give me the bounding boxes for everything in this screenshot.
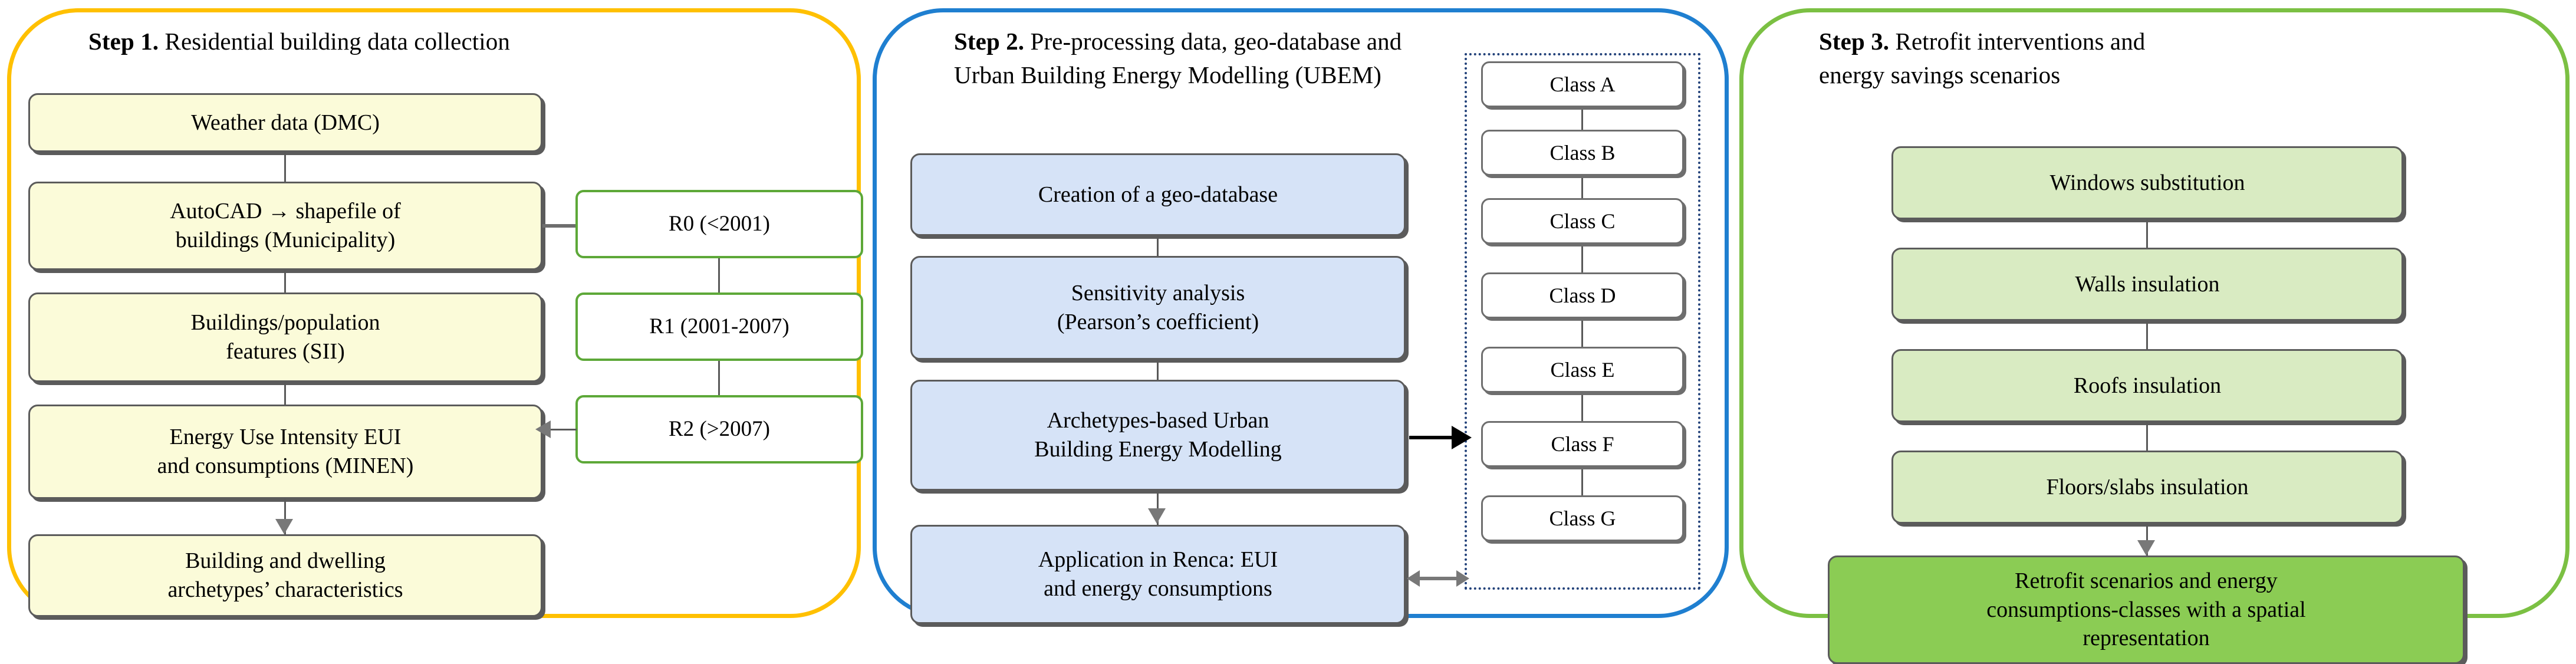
- box-autocad-shapefile[interactable]: AutoCAD → shapefile of buildings (Munici…: [28, 182, 542, 270]
- arrowhead-r2-to-eui: [535, 420, 551, 438]
- step-1-title: Step 1. Residential building data collec…: [88, 25, 784, 58]
- connector-application-to-classes: [1417, 577, 1459, 580]
- connector-ubem-to-application: [1157, 491, 1159, 525]
- connector-ubem-to-classes: [1409, 436, 1456, 439]
- box-geo-database[interactable]: Creation of a geo-database: [910, 153, 1406, 236]
- connector-r0-to-r1: [718, 258, 720, 292]
- box-sensitivity-analysis[interactable]: Sensitivity analysis (Pearson’s coeffici…: [910, 256, 1406, 360]
- arrowhead-ubem-to-application: [1148, 508, 1166, 524]
- connector-r2-to-eui: [548, 429, 577, 430]
- connector-class-e-f: [1581, 395, 1583, 421]
- box-walls-insulation[interactable]: Walls insulation: [1891, 248, 2403, 321]
- box-windows-substitution[interactable]: Windows substitution: [1891, 146, 2403, 219]
- arrowhead-floors-to-retrofit: [2137, 540, 2155, 555]
- flowchart-canvas: Step 1. Residential building data collec…: [7, 8, 2570, 664]
- box-retrofit-scenarios[interactable]: Retrofit scenarios and energy consumptio…: [1828, 555, 2465, 664]
- box-class-g[interactable]: Class G: [1481, 495, 1684, 541]
- box-class-a[interactable]: Class A: [1481, 61, 1684, 107]
- connector-floors-to-retrofit: [2146, 524, 2148, 555]
- box-application-renca[interactable]: Application in Renca: EUI and energy con…: [910, 525, 1406, 624]
- box-class-f[interactable]: Class F: [1481, 421, 1684, 467]
- step-2-number: Step 2.: [954, 28, 1025, 55]
- arrowhead-ubem-to-classes: [1452, 426, 1472, 449]
- connector-r1-to-r2: [718, 361, 720, 395]
- connector-class-c-d: [1581, 246, 1583, 272]
- connector-class-f-g: [1581, 469, 1583, 495]
- arrowhead-application-left: [1407, 570, 1420, 587]
- connector-class-d-e: [1581, 321, 1583, 347]
- box-class-b[interactable]: Class B: [1481, 130, 1684, 176]
- box-weather-data[interactable]: Weather data (DMC): [28, 93, 542, 152]
- box-r2[interactable]: R2 (>2007): [575, 395, 863, 464]
- step-3-title: Step 3. Retrofit interventions and energ…: [1819, 25, 2479, 91]
- connector-buildings-to-eui: [284, 382, 286, 405]
- connector-weather-to-autocad: [284, 152, 286, 182]
- box-archetypes-characteristics[interactable]: Building and dwelling archetypes’ charac…: [28, 534, 542, 617]
- connector-walls-to-roofs: [2146, 321, 2148, 349]
- connector-geodb-to-sensitivity: [1157, 236, 1159, 256]
- arrowhead-eui-to-archetypes: [275, 519, 293, 534]
- box-r0[interactable]: R0 (<2001): [575, 190, 863, 258]
- connector-class-a-b: [1581, 110, 1583, 130]
- energy-classes-group: [1465, 53, 1700, 590]
- step-2-title: Step 2. Pre-processing data, geo-databas…: [954, 25, 1679, 91]
- connector-autocad-to-r0: [542, 224, 575, 228]
- connector-class-b-c: [1581, 178, 1583, 198]
- box-energy-use-intensity[interactable]: Energy Use Intensity EUI and consumption…: [28, 405, 542, 499]
- step-3-title-text: Retrofit interventions and energy saving…: [1819, 28, 2146, 88]
- connector-sensitivity-to-ubem: [1157, 360, 1159, 380]
- box-archetypes-ubem[interactable]: Archetypes-based Urban Building Energy M…: [910, 380, 1406, 491]
- step-1-title-text: Residential building data collection: [165, 28, 510, 55]
- connector-autocad-to-buildings: [284, 270, 286, 292]
- box-floors-slabs-insulation[interactable]: Floors/slabs insulation: [1891, 451, 2403, 524]
- box-buildings-population[interactable]: Buildings/population features (SII): [28, 292, 542, 382]
- box-roofs-insulation[interactable]: Roofs insulation: [1891, 349, 2403, 422]
- connector-roofs-to-floors: [2146, 422, 2148, 451]
- box-r1[interactable]: R1 (2001-2007): [575, 292, 863, 361]
- connector-windows-to-walls: [2146, 219, 2148, 248]
- step-2-title-text: Pre-processing data, geo-database and Ur…: [954, 28, 1402, 88]
- step-1-number: Step 1.: [88, 28, 159, 55]
- step-3-number: Step 3.: [1819, 28, 1890, 55]
- connector-eui-to-archetypes: [284, 499, 286, 534]
- box-class-d[interactable]: Class D: [1481, 272, 1684, 318]
- arrowhead-application-right: [1456, 570, 1469, 587]
- box-class-e[interactable]: Class E: [1481, 347, 1684, 393]
- box-class-c[interactable]: Class C: [1481, 198, 1684, 244]
